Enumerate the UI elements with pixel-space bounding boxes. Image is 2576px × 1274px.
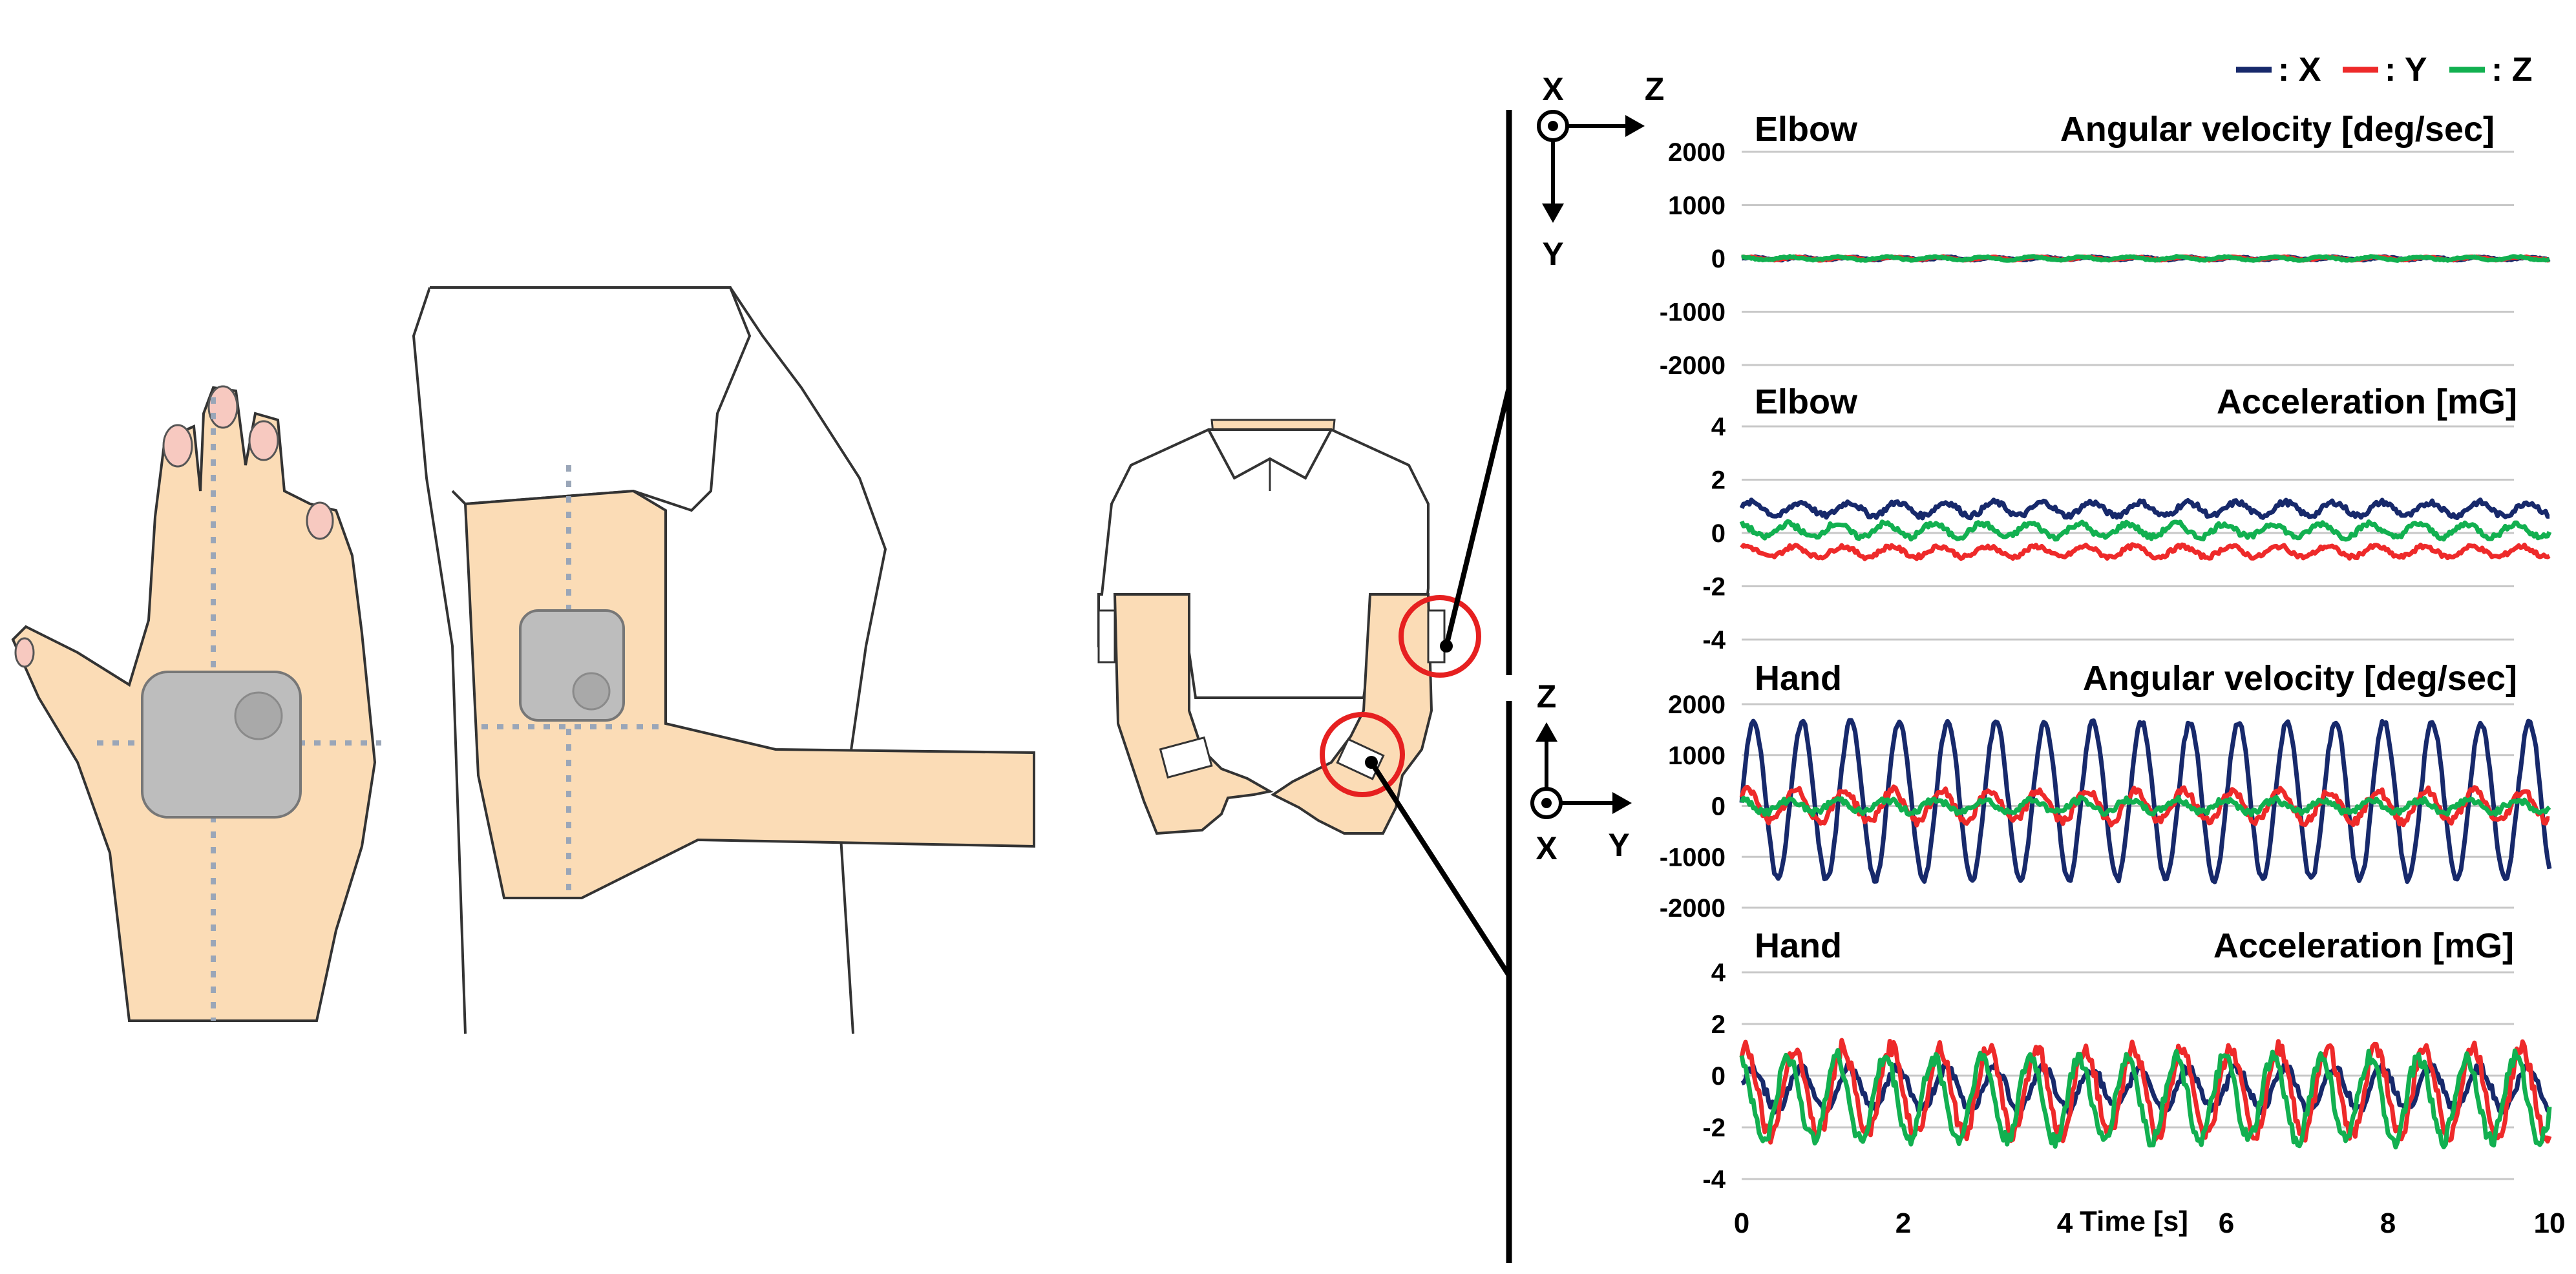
x-tick-label: 0 (1734, 1207, 1749, 1239)
chart-measure-label: Angular velocity [deg/sec] (2083, 659, 2517, 698)
torso-outline (412, 287, 467, 1034)
axis-label-z: Z (1537, 678, 1557, 715)
arm-guide-lines (481, 465, 666, 898)
y-tick-label: -2000 (1660, 351, 1726, 380)
chart-panel-2: Hand Angular velocity [deg/sec] 2000 1000 0 -… (1660, 659, 2552, 923)
left-elbow-sensor (1097, 609, 1116, 663)
y-tick-label: -4 (1702, 626, 1726, 654)
sleeve-outline (430, 286, 752, 512)
y-tick-label: 0 (1711, 519, 1726, 548)
y-tick-label: 0 (1711, 245, 1726, 273)
legend-label-1: : Y (2385, 51, 2427, 89)
hand-highlight-circle (1320, 712, 1405, 797)
x-tick-label: 8 (2380, 1207, 2396, 1239)
right-elbow-sensor (1427, 609, 1446, 663)
arm-sensor-button (572, 672, 611, 711)
legend-label-0: : X (2278, 51, 2321, 89)
arm-illustration (412, 286, 1035, 1034)
axis-triad-elbow: X Z Y (1537, 71, 1665, 272)
axis-label-y: Y (1542, 236, 1563, 272)
axis-label-x: X (1542, 71, 1563, 107)
y-tick-label: -1000 (1660, 298, 1726, 327)
chart-location-label: Hand (1755, 926, 1842, 965)
left-arm (1113, 593, 1274, 835)
series-line-z (1739, 1048, 2552, 1150)
series-line-z (1739, 795, 2551, 817)
chart-location-label: Hand (1755, 659, 1842, 698)
chart-panel-0: Elbow Angular velocity [deg/sec] 2000 1000 0… (1660, 110, 2551, 380)
x-tick-label: 4 (2057, 1207, 2073, 1239)
time-axis-label: Time [s] (2080, 1206, 2188, 1237)
chart-location-label: Elbow (1755, 382, 1858, 421)
y-tick-label: -2000 (1660, 894, 1726, 923)
axis-triad-hand: Z Y X (1530, 678, 1632, 866)
series-line-x (1739, 718, 2552, 884)
upper-arm-skin (463, 489, 1035, 899)
y-tick-label: -2 (1702, 573, 1726, 601)
y-tick-label: 2000 (1668, 691, 1726, 719)
hand-leader-line (1369, 760, 1512, 977)
elbow-highlight-circle (1399, 595, 1481, 678)
series-line-x (1739, 497, 2550, 521)
y-tick-label: 4 (1711, 413, 1726, 441)
axis-label-y: Y (1608, 827, 1629, 863)
y-tick-label: -2 (1702, 1114, 1726, 1142)
y-tick-label: 2000 (1668, 138, 1726, 167)
left-hand-sensor (1159, 736, 1213, 779)
y-tick-label: -4 (1702, 1165, 1726, 1194)
arm-sensor-device (519, 609, 625, 722)
hand-illustration (11, 385, 381, 1022)
legend-label-2: : Z (2491, 51, 2533, 89)
y-tick-label: 2 (1711, 1010, 1726, 1039)
elbow-leader-line (1444, 387, 1512, 647)
series-line-z (1741, 254, 2550, 263)
chart-measure-label: Angular velocity [deg/sec] (2060, 110, 2495, 149)
y-tick-label: 2 (1711, 466, 1726, 495)
hand-sensor-button (234, 691, 283, 740)
y-tick-label: 1000 (1668, 192, 1726, 220)
time-axis: 0 2 4 6 8 10 Time [s] (1734, 1206, 2566, 1239)
axis-label-z: Z (1645, 71, 1665, 107)
y-tick-label: 1000 (1668, 742, 1726, 770)
y-tick-label: 0 (1711, 1062, 1726, 1091)
chart-measure-label: Acceleration [mG] (2217, 382, 2517, 421)
y-tick-label: 0 (1711, 793, 1726, 821)
y-tick-label: -1000 (1660, 843, 1726, 872)
x-tick-label: 2 (1895, 1207, 1911, 1239)
series-line-z (1739, 519, 2552, 542)
chart-panel-1: Elbow Acceleration [mG] 4 2 0 -2 -4 (1702, 382, 2552, 654)
axis-label-x: X (1536, 830, 1557, 866)
series-line-y (1740, 542, 2551, 561)
hand-sensor-device (141, 671, 302, 819)
x-tick-label: 10 (2534, 1207, 2566, 1239)
x-tick-label: 6 (2219, 1207, 2234, 1239)
chart-measure-label: Acceleration [mG] (2213, 926, 2514, 965)
person-illustration (1097, 387, 1512, 977)
torso-back-outline (729, 286, 887, 1034)
chart-panel-3: Hand Acceleration [mG] 4 2 0 -2 -4 (1702, 926, 2552, 1194)
y-tick-label: 4 (1711, 959, 1726, 987)
right-hand-sensor (1336, 738, 1385, 780)
legend: : X : Y : Z (2236, 51, 2533, 89)
right-arm (1271, 593, 1433, 835)
chart-location-label: Elbow (1755, 110, 1858, 149)
